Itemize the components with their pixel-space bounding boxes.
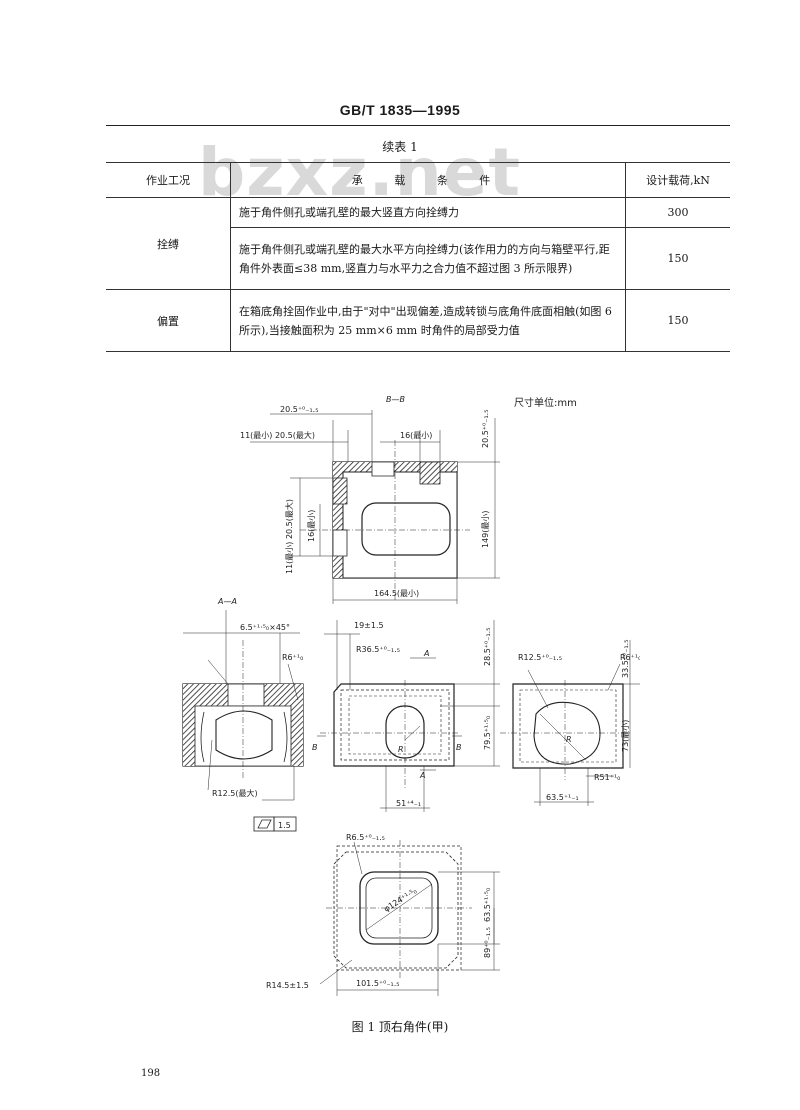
label-a-top: A — [423, 649, 429, 658]
load-conditions-table: 作业工况 承 载 条 件 设计载荷,kN 拴缚 施于角件侧孔或端孔壁的最大竖直方… — [106, 162, 730, 352]
dim-20-5-top: 20.5⁺⁰₋₁.₅ — [280, 405, 318, 414]
dim-33-5: 33.5⁺⁰₋₁.₅ — [621, 640, 630, 678]
dim-19: 19±1.5 — [354, 621, 384, 630]
dim-101-5: 101.5⁺⁰₋₁.₅ — [356, 979, 400, 988]
dim-vertical-11-20-5: 11(最小) 20.5(最大) — [284, 499, 294, 574]
case-offset: 偏置 — [106, 289, 231, 352]
label-section-bb: B—B — [386, 395, 405, 404]
dim-51: 51⁺⁴₋₁ — [396, 799, 421, 808]
dim-89: 89⁺⁰₋₁.₅ — [483, 927, 492, 958]
case-lashing: 拴缚 — [106, 197, 231, 290]
label-a-bottom: A — [419, 771, 425, 780]
dim-11-20-5: 11(最小) 20.5(最大) — [240, 430, 315, 440]
top-view — [319, 840, 500, 996]
dim-63-5-side: 63.5⁺¹₋₁ — [546, 793, 579, 802]
label-section-aa: A—A — [217, 597, 237, 606]
side-view — [500, 640, 640, 806]
label-b-left: B — [312, 743, 318, 752]
dim-chamfer: 6.5⁺¹·⁵₀×45° — [240, 623, 290, 632]
section-bb-view — [250, 410, 500, 604]
header-case: 作业工况 — [106, 162, 231, 198]
dim-r51: R51⁺¹₀ — [594, 773, 620, 782]
header-condition: 承 载 条 件 — [230, 162, 626, 198]
dim-63-5-top: 63.5⁺¹·⁵₀ — [483, 888, 492, 922]
dim-164-5: 164.5(最小) — [374, 589, 419, 598]
header-rule — [106, 125, 730, 126]
dim-r36-5: R36.5⁺⁰₋₁.₅ — [356, 645, 400, 654]
page-number: 198 — [141, 1068, 161, 1079]
front-view — [317, 620, 500, 812]
condition-cell: 施于角件侧孔或端孔壁的最大水平方向拴缚力(该作用力的方向与箱壁平行,距角件外表面… — [230, 227, 626, 290]
flatness-value: 1.5 — [278, 821, 291, 830]
dim-73: 73(最小) — [621, 720, 630, 752]
dim-r14-5: R14.5±1.5 — [266, 981, 309, 990]
load-cell: 300 — [625, 197, 730, 228]
dim-149: 149(最小) — [481, 510, 490, 548]
dim-20-5-right: 20.5⁺⁰₋₁.₅ — [481, 410, 490, 448]
dim-r6-side: R6⁺¹₀ — [620, 653, 640, 662]
standard-header: GB/T 1835—1995 — [339, 102, 461, 118]
table-header-row: 作业工况 承 载 条 件 设计载荷,kN — [106, 162, 730, 198]
table-row: 偏置 在箱底角拴固作业中,由于"对中"出现偏差,造成转锁与底角件底面相触(如图 … — [106, 289, 730, 352]
section-aa-view — [182, 610, 304, 832]
dim-phi124: φ124⁺¹·⁵₀ — [382, 886, 418, 913]
unit-note: 尺寸单位:mm — [514, 396, 577, 409]
header-load: 设计载荷,kN — [625, 162, 730, 198]
load-cell: 150 — [625, 227, 730, 290]
condition-cell: 在箱底角拴固作业中,由于"对中"出现偏差,造成转锁与底角件底面相触(如图 6 所… — [230, 289, 626, 352]
dim-16-min-v: 16(最小) — [307, 510, 316, 542]
label-r-front: R — [398, 745, 404, 754]
dim-r12-5-max: R12.5(最大) — [212, 788, 258, 798]
load-cell: 150 — [625, 289, 730, 352]
dim-16-min-h: 16(最小) — [400, 431, 432, 440]
label-r-side: R — [566, 735, 572, 744]
table-caption: 续表 1 — [382, 140, 418, 154]
label-b-right: B — [456, 743, 462, 752]
dim-79-5: 79.5⁺¹·⁵₀ — [483, 716, 492, 750]
table-row: 拴缚 施于角件侧孔或端孔壁的最大竖直方向拴缚力 300 — [106, 197, 730, 290]
dim-r6-5: R6.5⁺⁰₋₁.₅ — [346, 833, 385, 842]
dim-28-5: 28.5⁺⁰₋₁.₅ — [483, 628, 492, 666]
corner-fitting-drawing: 尺寸单位:mm B—B 20.5⁺⁰₋₁.₅ 11(最小) 20.5(最大) 1… — [170, 380, 641, 1000]
dim-r12-5-side: R12.5⁺⁰₋₁.₅ — [518, 653, 562, 662]
dim-r6-left: R6⁺¹₀ — [282, 653, 303, 662]
figure-caption: 图 1 顶右角件(甲) — [351, 1020, 449, 1034]
condition-cell: 施于角件侧孔或端孔壁的最大竖直方向拴缚力 — [230, 197, 626, 228]
